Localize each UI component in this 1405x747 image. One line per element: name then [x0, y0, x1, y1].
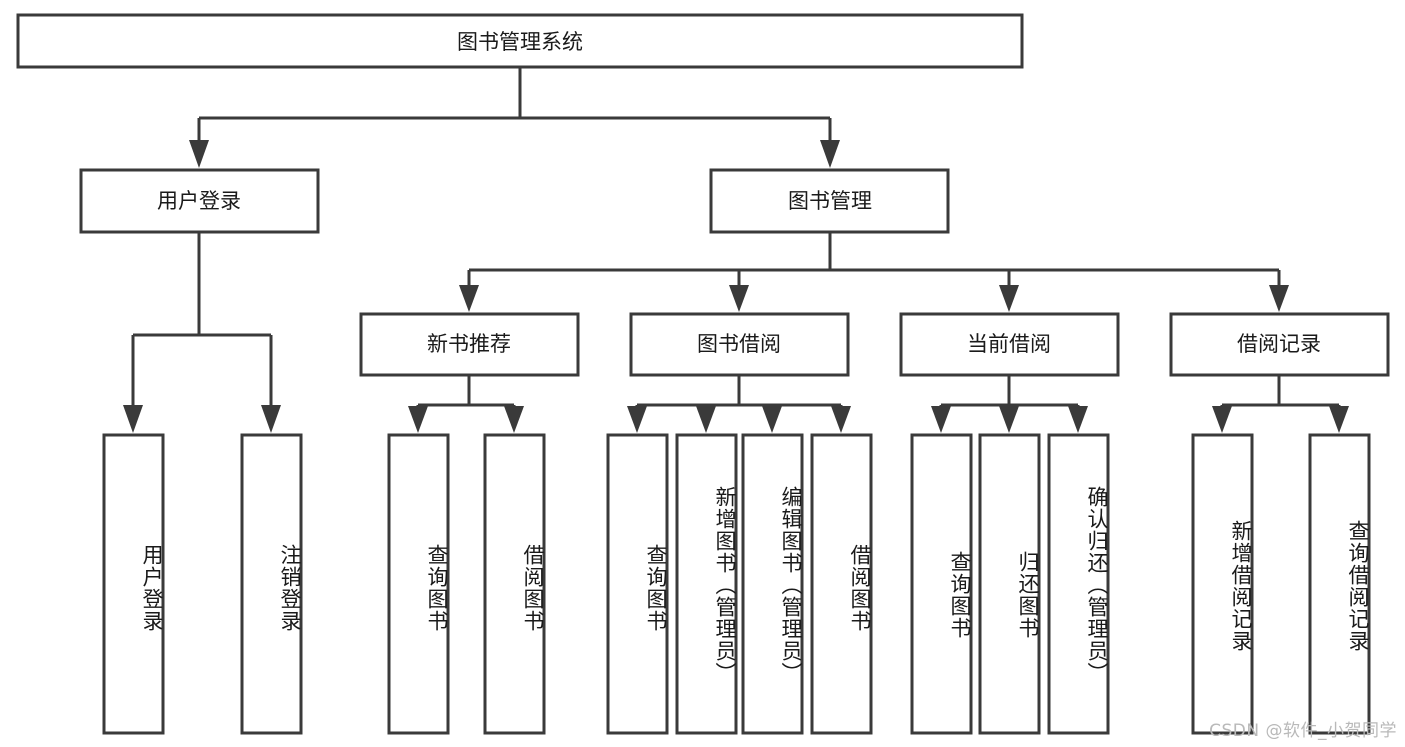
node-book-management-label: 图书管理 [788, 189, 872, 213]
arrow-current-borrow-leaf2 [999, 406, 1019, 433]
arrow-book-borrow-leaf3 [762, 406, 782, 433]
node-current-borrow-label: 当前借阅 [967, 332, 1051, 356]
node-new-book-recommend-label: 新书推荐 [427, 332, 511, 356]
arrow-book-borrow-leaf4 [831, 406, 851, 433]
csdn-watermark: CSDN @软件_小贺同学 [1209, 721, 1397, 741]
arrow-user-login-leaf1 [123, 405, 143, 433]
leaf-new-book-query[interactable] [387, 433, 450, 735]
arrow-new-book-leaf1 [408, 406, 428, 433]
leaf-new-book-borrow[interactable] [483, 433, 546, 735]
node-root-label: 图书管理系统 [457, 30, 583, 54]
arrow-to-user-login [189, 140, 209, 168]
arrow-to-new-book [459, 285, 479, 312]
node-current-borrow[interactable] [899, 312, 1120, 377]
leaf-current-borrow-return[interactable] [978, 433, 1041, 735]
node-user-login-label: 用户登录 [157, 189, 241, 213]
arrow-to-borrow-record [1269, 285, 1289, 312]
leaf-user-login-login[interactable] [102, 433, 165, 735]
leaf-user-login-logout[interactable] [240, 433, 303, 735]
arrow-to-current-borrow [999, 285, 1019, 312]
arrow-to-book-borrow [729, 285, 749, 312]
arrow-to-book-manage [820, 140, 840, 168]
leaf-book-borrow-add[interactable] [675, 433, 738, 735]
arrow-borrow-record-leaf2 [1329, 406, 1349, 433]
arrow-user-login-leaf2 [261, 405, 281, 433]
node-book-borrow-label: 图书借阅 [697, 332, 781, 356]
leaf-book-borrow-edit[interactable] [741, 433, 804, 735]
node-borrow-record[interactable] [1169, 312, 1390, 377]
node-book-borrow[interactable] [629, 312, 850, 377]
boxes-layer: 图书管理系统 用户登录 图书管理 新书推荐 图书借阅 当前借阅 借阅记录 [16, 13, 1390, 735]
leaf-current-borrow-confirm[interactable] [1047, 433, 1110, 735]
node-borrow-record-label: 借阅记录 [1237, 332, 1321, 356]
arrow-new-book-leaf2 [504, 406, 524, 433]
arrow-book-borrow-leaf1 [627, 406, 647, 433]
node-book-management[interactable] [709, 168, 950, 234]
arrow-current-borrow-leaf3 [1068, 406, 1088, 433]
leaf-borrow-record-add[interactable] [1191, 433, 1254, 735]
arrow-borrow-record-leaf1 [1212, 406, 1232, 433]
leaf-book-borrow-borrow[interactable] [810, 433, 873, 735]
leaf-book-borrow-query[interactable] [606, 433, 669, 735]
arrow-current-borrow-leaf1 [931, 406, 951, 433]
node-user-login[interactable] [79, 168, 320, 234]
node-root-book-management-system[interactable] [16, 13, 1024, 69]
leaf-current-borrow-query[interactable] [910, 433, 973, 735]
node-new-book-recommend[interactable] [359, 312, 580, 377]
leaf-borrow-record-query[interactable] [1308, 433, 1371, 735]
arrow-book-borrow-leaf2 [696, 406, 716, 433]
connectors-layer [123, 67, 1349, 433]
